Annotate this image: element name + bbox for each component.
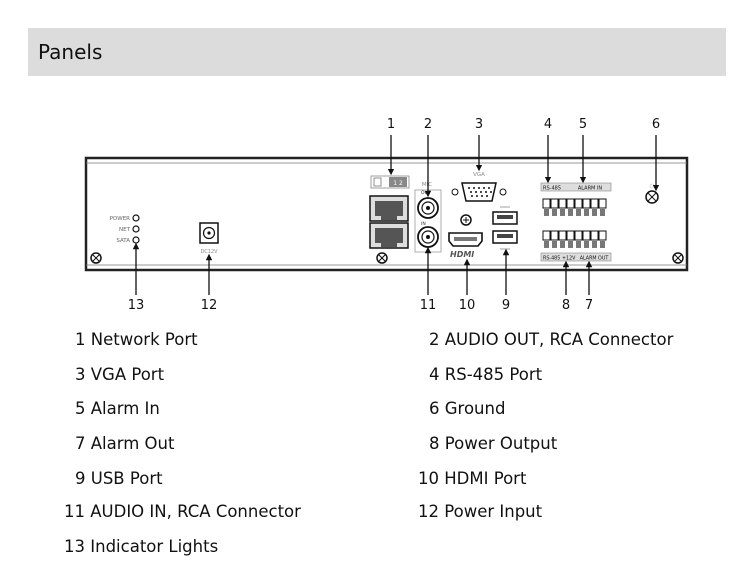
legend-item-1: 1 Network Port [75, 330, 198, 349]
vga-port: VGA [451, 172, 507, 202]
callout-9: 9 [502, 298, 510, 313]
callout-6: 6 [652, 117, 660, 132]
port-numbers-label: 1 2 [393, 180, 403, 187]
screw-middle [376, 252, 388, 264]
legend-item-11: 11 AUDIO IN, RCA Connector [64, 502, 301, 521]
callout-10: 10 [459, 298, 476, 313]
legend-item-2: 2 AUDIO OUT, RCA Connector [429, 330, 674, 349]
legend-item-8: 8 Power Output [429, 434, 558, 453]
power-input-jack: DC12V [199, 222, 219, 255]
led-label-sata: SATA [116, 238, 130, 244]
alarm-in-label: ALARM IN [578, 186, 603, 192]
legend-item-5: 5 Alarm In [75, 399, 160, 418]
legend-item-6: 6 Ground [429, 399, 506, 418]
hdmi-ground-screw [460, 214, 472, 226]
led-label-power: POWER [110, 216, 131, 222]
led-label-net: NET [119, 227, 131, 233]
legend-item-10: 10 HDMI Port [418, 469, 527, 488]
legend-item-3: 3 VGA Port [75, 365, 165, 384]
legend-item-4: 4 RS-485 Port [429, 365, 543, 384]
plus12v-label: +12V [562, 256, 576, 262]
audio-rca-connectors: MIC OUT IN [414, 182, 442, 253]
rs485-bottom-label: RS-485 [543, 256, 560, 262]
callout-4: 4 [544, 117, 552, 132]
callout-arrows-top [387, 135, 660, 198]
legend-item-7: 7 Alarm Out [75, 434, 175, 453]
legend-item-9: 9 USB Port [75, 469, 163, 488]
legend-item-13: 13 Indicator Lights [64, 537, 219, 556]
terminal-block: RS-485 ALARM IN RS-485 +12V ALARM OUT [540, 182, 612, 262]
vga-label: VGA [473, 172, 485, 178]
mic-label: MIC [422, 182, 432, 188]
network-ports: 1 2 [369, 175, 410, 249]
callout-13: 13 [128, 298, 145, 313]
hdmi-port: HDMI [448, 232, 483, 259]
screw-left [90, 252, 102, 264]
in-label: IN [421, 221, 426, 227]
screw-right [672, 252, 684, 264]
callout-7: 7 [585, 298, 593, 313]
power-input-label: DC12V [200, 249, 218, 255]
section-title: Panels [38, 40, 103, 64]
rs485-top-label: RS-485 [543, 186, 561, 192]
callout-5: 5 [579, 117, 587, 132]
callout-1: 1 [387, 117, 395, 132]
indicator-lights: POWER NET SATA [110, 214, 140, 244]
ground-terminal [645, 183, 659, 204]
legend-item-12: 12 Power Input [418, 502, 543, 521]
callout-11: 11 [420, 298, 437, 313]
callout-12: 12 [201, 298, 218, 313]
callout-arrows-bottom [132, 242, 593, 295]
callout-3: 3 [475, 117, 483, 132]
alarm-out-label: ALARM OUT [580, 256, 609, 262]
hdmi-label: HDMI [450, 250, 474, 259]
section-header: Panels [28, 28, 726, 76]
callout-2: 2 [424, 117, 432, 132]
callout-8: 8 [562, 298, 570, 313]
usb-ports [492, 206, 518, 250]
